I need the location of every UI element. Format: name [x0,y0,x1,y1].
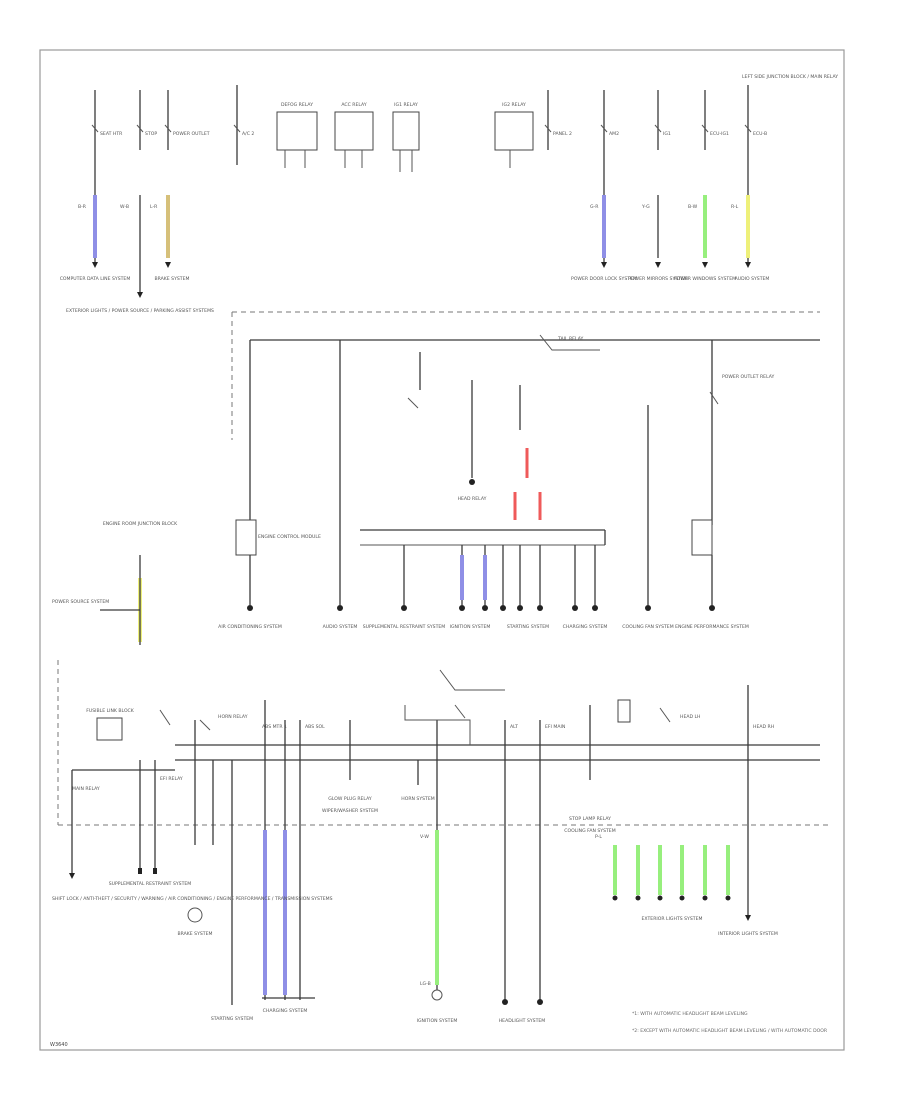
wire-code-5: Y-G [641,204,650,210]
dest-starting-mid: STARTING SYSTEM [507,624,549,630]
wire-code-4: G-R [590,204,599,210]
label-power-outlet-relay: POWER OUTLET RELAY [722,374,775,380]
label-fuse-6: AM2 [609,131,619,137]
label-ig1-relay: IG1 RELAY [394,102,418,108]
label-power-source: POWER SOURCE SYSTEM [52,599,109,605]
dest-power-door-lock: POWER DOOR LOCK SYSTEM [571,276,637,282]
ig2-relay [494,111,534,151]
label-tail-relay: TAIL RELAY [557,336,584,342]
dest-brake: BRAKE SYSTEM [155,276,190,282]
top-fuse-section: COMPUTER DATA LINE SYSTEM EXTERIOR LIGHT… [60,74,839,314]
dest-engine-perf-mid: ENGINE PERFORMANCE SYSTEM [675,624,749,630]
label-fusible-link: FUSIBLE LINK BLOCK [86,708,135,714]
dest-ignition-bottom: IGNITION SYSTEM [417,1018,458,1024]
motor-right [691,519,713,556]
label-abs-sol: ABS SOL [305,724,325,730]
dest-power-mirrors: POWER MIRRORS SYSTEM [628,276,688,282]
fusible-link-block [96,717,123,741]
dest-wiper: WIPER/WASHER SYSTEM [322,808,378,814]
dest-starting-bottom: STARTING SYSTEM [211,1016,253,1022]
note-2: *2: EXCEPT WITH AUTOMATIC HEADLIGHT BEAM… [632,1028,828,1034]
dest-srs-bottom: SUPPLEMENTAL RESTRAINT SYSTEM [109,881,192,887]
label-fuse-4: A/C 2 [242,131,254,137]
dest-audio-top: AUDIO SYSTEM [735,276,770,282]
dest-computer-data: COMPUTER DATA LINE SYSTEM [60,276,131,282]
dest-srs-mid: SUPPLEMENTAL RESTRAINT SYSTEM [363,624,446,630]
label-head-relay: HEAD RELAY [458,496,487,502]
dest-power-windows: POWER WINDOWS SYSTEM [674,276,736,282]
motor-left [235,519,257,556]
label-alt: ALT [510,724,518,730]
dest-interior-bottom: INTERIOR LIGHTS SYSTEM [718,931,778,937]
wire-code-7: R-L [731,204,739,210]
dest-charging-bottom: CHARGING SYSTEM [263,1008,308,1014]
wire-code-3: L-R [150,204,158,210]
dest-air-con: AIR CONDITIONING SYSTEM [218,624,282,630]
wire-code-9: LG-B [420,981,431,987]
label-ecm: ENGINE CONTROL MODULE [258,534,321,540]
acc-relay [334,111,374,151]
label-fuse-5: PANEL 2 [553,131,572,137]
dest-audio-mid: AUDIO SYSTEM [323,624,358,630]
dest-cooling-mid: COOLING FAN SYSTEM [622,624,673,630]
label-ig2-relay: IG2 RELAY [502,102,526,108]
diagram-frame [39,49,845,1051]
label-fuse-8: ECU-IG1 [710,131,729,137]
note-1: *1: WITH AUTOMATIC HEADLIGHT BEAM LEVELI… [632,1011,748,1017]
fuse-box-right [617,699,631,723]
dest-charging-mid: CHARGING SYSTEM [563,624,608,630]
label-fuse-7: IG1 [663,131,671,137]
label-head-rh: HEAD RH [753,724,774,730]
dest-brake-bottom: BRAKE SYSTEM [178,931,213,937]
label-acc-relay: ACC RELAY [341,102,366,108]
corner-label: LEFT SIDE JUNCTION BLOCK / MAIN RELAY [742,74,838,80]
label-glow-plug: GLOW PLUG RELAY [328,796,372,802]
wire-code-6: B-W [688,204,698,210]
label-stop-lamp: STOP LAMP RELAY [569,816,611,822]
dest-ignition-mid: IGNITION SYSTEM [450,624,491,630]
dest-headlight-bottom: HEADLIGHT SYSTEM [499,1018,546,1024]
label-fuse-3: POWER OUTLET [173,131,210,137]
bottom-section: FUSIBLE LINK BLOCK MAIN RELAY EFI RELAY … [50,660,830,1048]
dest-shift-lock: SHIFT LOCK / ANTI-THEFT / SECURITY / WAR… [52,896,333,902]
label-efi-relay: EFI RELAY [160,776,183,782]
label-horn-relay: HORN RELAY [218,714,248,720]
label-main-relay: MAIN RELAY [72,786,100,792]
label-engine-room-jb: ENGINE ROOM JUNCTION BLOCK [103,521,178,527]
dest-horn: HORN SYSTEM [401,796,435,802]
label-head-lh: HEAD LH [680,714,701,720]
wire-code-1: B-R [78,204,87,210]
dest-exterior-bottom: EXTERIOR LIGHTS SYSTEM [642,916,703,922]
wire-code-2: W-B [120,204,129,210]
diagram-id: W3640 [50,1042,68,1048]
wire-code-8: V-W [420,834,429,840]
middle-section: TAIL RELAY POWER OUTLET RELAY HEAD RELAY… [52,311,820,645]
dest-cooling-bottom: COOLING FAN SYSTEM [564,828,615,834]
label-efi-main: EFI MAIN [545,724,565,730]
label-fuse-9: ECU-B [753,131,767,137]
label-abs-mtr: ABS MTR 1 [262,724,287,730]
label-fuse-2: STOP [145,131,157,137]
ig1-relay [392,111,420,151]
defog-relay [276,111,318,151]
label-defog-relay: DEFOG RELAY [281,102,313,108]
wire-code-10: P-L [595,834,602,840]
dest-exterior-lights: EXTERIOR LIGHTS / POWER SOURCE / PARKING… [66,308,214,314]
label-fuse-1: SEAT HTR [100,131,123,137]
